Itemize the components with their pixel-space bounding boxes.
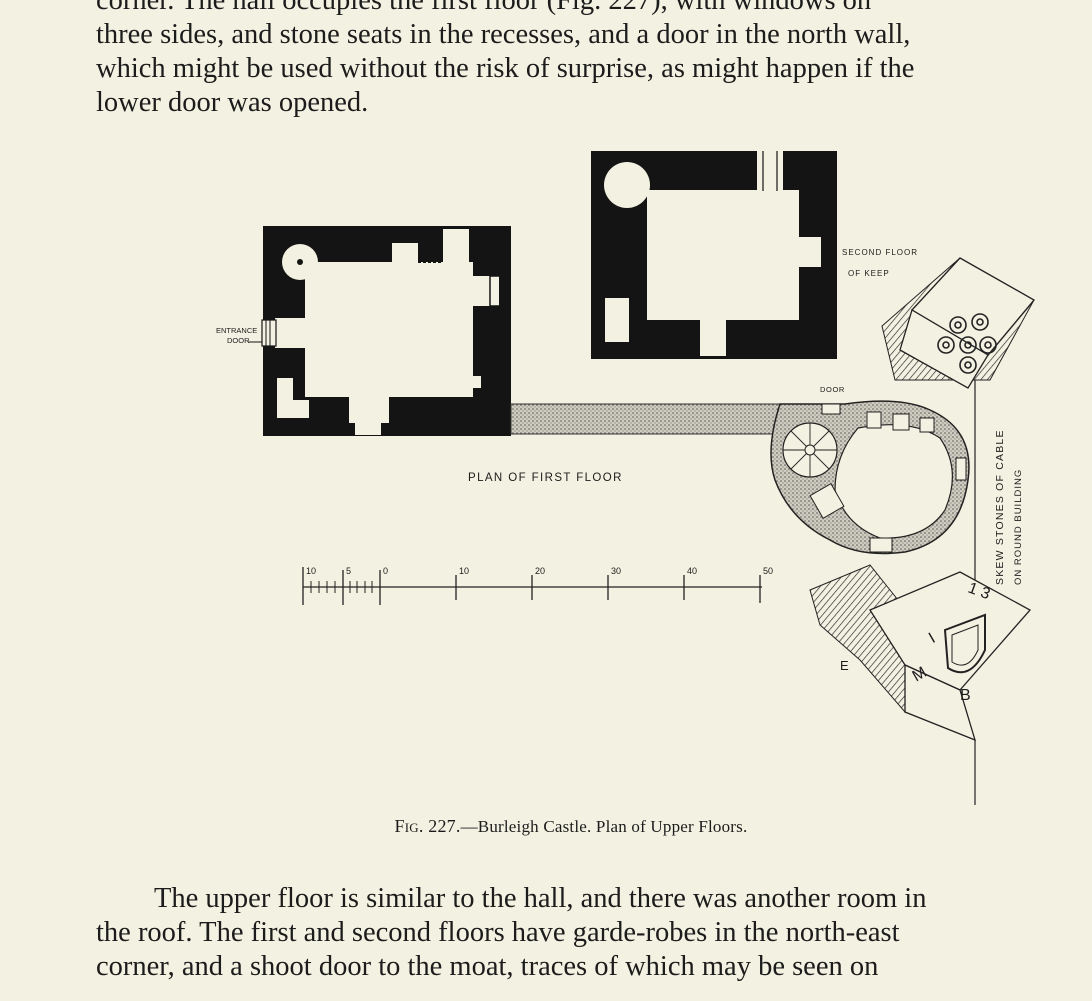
caption-prefix: Fig. 227. [394,816,461,836]
entrance-door-label: DOOR [227,336,250,345]
text-line: corner, and a shoot door to the moat, tr… [96,951,879,982]
text-line: corner. The hall occupies the first floo… [96,0,872,16]
figure-caption: Fig. 227.—Burleigh Castle. Plan of Upper… [0,816,1092,837]
cable-stone-top [881,257,1035,595]
text-line: The upper floor is similar to the hall, … [154,883,927,914]
second-floor-label: OF KEEP [848,269,890,278]
first-floor-plan [263,226,511,436]
scale-tick-label: 20 [535,566,545,576]
second-floor-label: SECOND FLOOR [842,248,918,257]
text-line: which might be used without the risk of … [96,53,915,84]
skew-stone-carving [809,564,1032,805]
scale-tick-label: 50 [763,566,773,576]
paragraph-top: corner. The hall occupies the first floo… [96,0,1092,120]
connecting-wall [510,403,782,435]
plan-first-floor-label: PLAN OF FIRST FLOOR [468,472,623,484]
door-label: DOOR [820,385,845,394]
round-building-plan [770,400,970,555]
second-floor-plan [591,151,837,359]
text-line: the roof. The first and second floors ha… [96,917,900,948]
paragraph-bottom: The upper floor is similar to the hall, … [96,882,1092,984]
text-line: lower door was opened. [96,87,369,118]
carving-number: 1 3 [966,580,993,604]
scale-tick-label: 40 [687,566,697,576]
scale-bar: 10 5 0 10 20 30 40 50 [302,566,773,605]
carving-letter: E [840,658,849,673]
scale-tick-label: 30 [611,566,621,576]
text-line: three sides, and stone seats in the rece… [96,19,911,50]
scale-tick-label: 5 [346,566,351,576]
scale-tick-label: 0 [383,566,388,576]
scale-tick-label: 10 [459,566,469,576]
caption-text: —Burleigh Castle. Plan of Upper Floors. [460,817,748,836]
skew-stones-label: SKEW STONES OF CABLE [994,429,1006,585]
entrance-door-label: ENTRANCE [216,326,257,335]
scale-tick-label: 10 [306,566,316,576]
entrance-door-marker [248,319,277,347]
skew-stones-label: ON ROUND BUILDING [1013,469,1024,585]
carving-letter: B [960,687,971,704]
